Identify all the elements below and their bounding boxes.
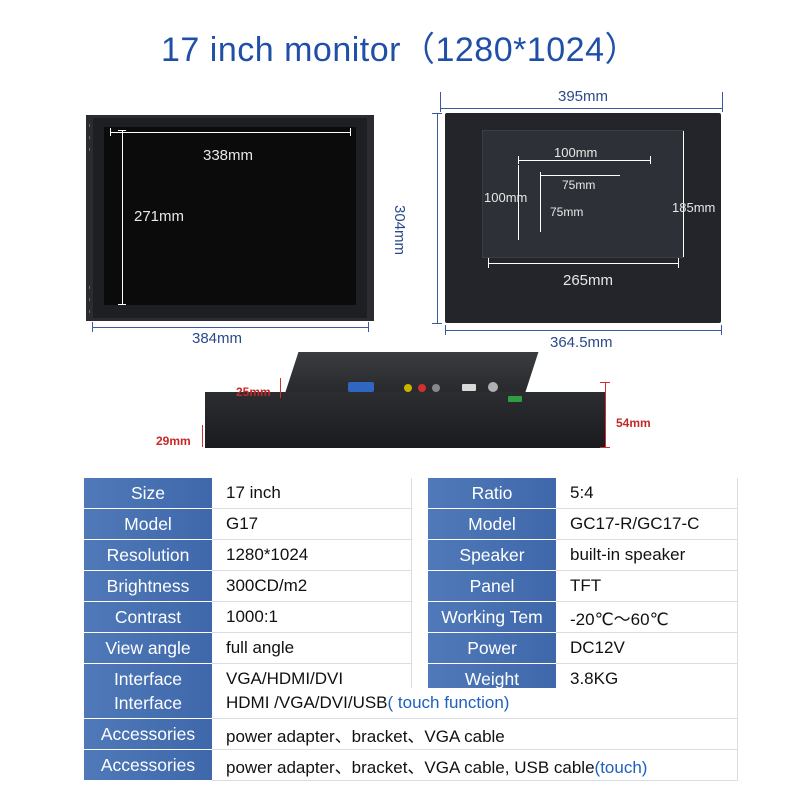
spec-value: G17: [212, 508, 412, 540]
total-depth-label: 54mm: [616, 416, 651, 430]
spec-label: Power: [428, 632, 556, 664]
spec-value-text: DC12V: [570, 638, 625, 657]
spec-row: Contrast 1000:1: [84, 601, 412, 633]
spec-row: Panel TFT: [428, 570, 738, 602]
spec-value: 300CD/m2: [212, 570, 412, 602]
spec-row: Working Tem -20℃～60℃: [428, 601, 738, 633]
audio-port-icon: [432, 384, 440, 392]
spec-value-text: -20℃～60℃: [570, 609, 669, 629]
spec-value-text: power adapter、bracket、VGA cable: [226, 726, 505, 746]
back-outer-width-label: 395mm: [558, 88, 609, 105]
touch-note: (touch): [594, 757, 648, 777]
spec-value: GC17-R/GC17-C: [556, 508, 738, 540]
usb-port-icon: [462, 384, 476, 391]
spec-value-text: 3.8KG: [570, 669, 619, 688]
spec-label: Accessories: [84, 749, 212, 781]
spec-row: Ratio 5:4: [428, 478, 738, 509]
front-width-label: 338mm: [203, 147, 254, 164]
spec-row: Model G17: [84, 508, 412, 540]
spec-value-text: TFT: [570, 576, 602, 595]
title-main: 17 inch monitor: [161, 31, 401, 69]
touch-note: ( touch function): [387, 693, 510, 712]
vesa-75-v-label: 75mm: [550, 205, 584, 219]
spec-label: Size: [84, 478, 212, 509]
spec-label: Ratio: [428, 478, 556, 509]
spec-label: Resolution: [84, 539, 212, 571]
spec-value: DC12V: [556, 632, 738, 664]
spec-value: -20℃～60℃: [556, 601, 738, 633]
spec-value-text: built-in speaker: [570, 545, 686, 564]
back-panel: [483, 131, 683, 257]
spec-value-text: power adapter、bracket、VGA cable, USB cab…: [226, 757, 595, 777]
dc-port-icon: [488, 382, 498, 392]
vesa-100-v-label: 100mm: [484, 190, 528, 205]
spec-row: Size 17 inch: [84, 478, 412, 509]
spec-value: 1000:1: [212, 601, 412, 633]
back-outer-height-label: 304mm: [391, 205, 408, 256]
front-screen: [104, 127, 356, 305]
spec-label: Accessories: [84, 718, 212, 750]
terminal-icon: [508, 396, 522, 402]
spec-row: Resolution 1280*1024: [84, 539, 412, 571]
audio-port-icon: [404, 384, 412, 392]
spec-value: power adapter、bracket、VGA cable, USB cab…: [212, 749, 738, 781]
back-holes-width-label: 265mm: [563, 272, 614, 289]
spec-value: 1280*1024: [212, 539, 412, 571]
spec-value-text: 1280*1024: [226, 545, 309, 564]
spec-label: Contrast: [84, 601, 212, 633]
spec-value: 17 inch: [212, 478, 412, 509]
spec-value-text: 300CD/m2: [226, 576, 308, 595]
spec-label: Speaker: [428, 539, 556, 571]
spec-row: Accessories power adapter、bracket、VGA cab…: [84, 749, 738, 781]
spec-value-text: 17 inch: [226, 483, 281, 502]
spec-value: TFT: [556, 570, 738, 602]
front-height-label: 271mm: [134, 208, 185, 225]
spec-label: Panel: [428, 570, 556, 602]
audio-port-icon: [418, 384, 426, 392]
spec-value: HDMI /VGA/DVI/USB( touch function): [212, 688, 738, 719]
spec-label: Model: [84, 508, 212, 540]
spec-row: Brightness 300CD/m2: [84, 570, 412, 602]
spec-label: Working Tem: [428, 601, 556, 633]
spec-label: Model: [428, 508, 556, 540]
spec-value: power adapter、bracket、VGA cable: [212, 718, 738, 750]
spec-value-text: GC17-R/GC17-C: [570, 514, 700, 533]
spec-value-text: G17: [226, 514, 259, 533]
spec-row: Accessories power adapter、bracket、VGA cab…: [84, 718, 738, 750]
spec-value-text: VGA/HDMI/DVI: [226, 669, 344, 688]
spec-value-text: 1000:1: [226, 607, 278, 626]
side-panel: [205, 392, 605, 448]
spec-row: Power DC12V: [428, 632, 738, 664]
spec-row: Speaker built-in speaker: [428, 539, 738, 571]
front-outer-width-label: 384mm: [192, 330, 243, 347]
spec-row: View angle full angle: [84, 632, 412, 664]
spec-value-text: HDMI /VGA/DVI/USB: [226, 693, 388, 712]
spec-value: full angle: [212, 632, 412, 664]
vesa-75-h-label: 75mm: [562, 178, 596, 192]
box-depth-label: 25mm: [236, 385, 271, 399]
spec-value-text: 5:4: [570, 483, 594, 502]
vga-port-icon: [348, 382, 374, 392]
panel-depth-label: 29mm: [156, 434, 191, 448]
back-bottom-width-label: 364.5mm: [550, 334, 613, 351]
spec-label: View angle: [84, 632, 212, 664]
page-title: 17 inch monitor（1280*1024）: [0, 22, 800, 71]
spec-label: Interface: [84, 688, 212, 719]
spec-value-text: full angle: [226, 638, 295, 657]
spec-value: 5:4: [556, 478, 738, 509]
vesa-100-h-label: 100mm: [554, 145, 598, 160]
back-panel-height-label: 185mm: [672, 200, 716, 215]
spec-value: built-in speaker: [556, 539, 738, 571]
title-resolution: （1280*1024）: [400, 31, 639, 69]
spec-row: Model GC17-R/GC17-C: [428, 508, 738, 540]
spec-label: Brightness: [84, 570, 212, 602]
